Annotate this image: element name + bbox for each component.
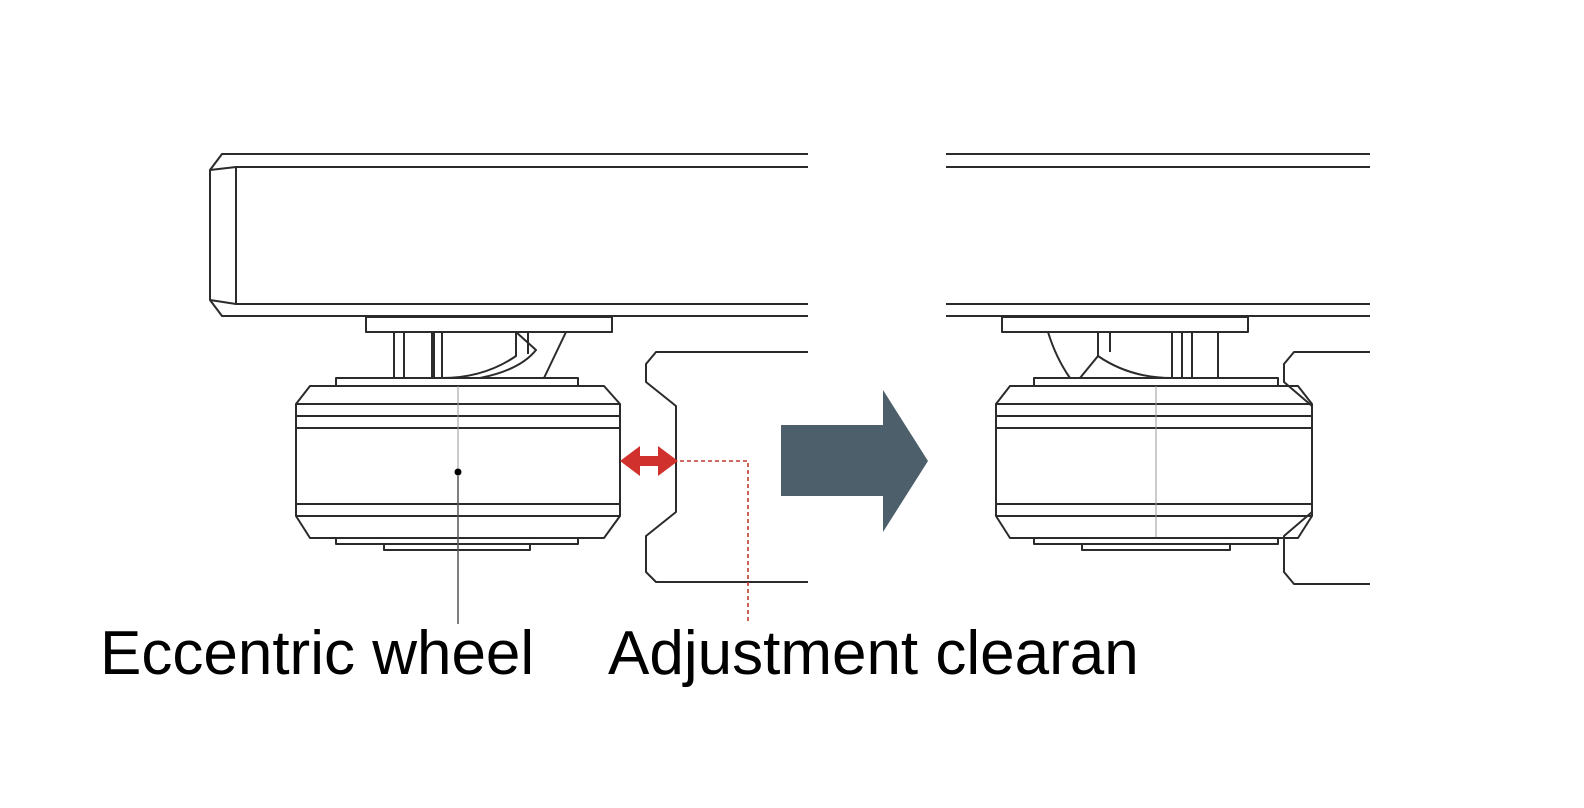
right-rail [946,153,1370,317]
right-mount-plate [1001,316,1249,333]
right-guide-rail [1283,351,1370,585]
left-mount-plate [365,316,613,333]
left-assembly [209,153,808,583]
right-assembly [946,153,1370,585]
left-guide-rail [645,351,808,583]
right-arrow-icon [781,390,928,532]
left-wheel [295,377,621,551]
right-eccentric-hub [1047,331,1219,379]
clearance-leader-line [680,460,749,624]
left-rail [209,153,808,317]
adjustment-clearance-label: Adjustment clearan [608,619,1139,688]
double-headed-arrow-icon [620,446,678,476]
right-wheel [995,377,1313,551]
eccentric-wheel-label: Eccentric wheel [100,619,535,688]
left-eccentric-hub [393,331,567,379]
wheel-center-dot [454,468,462,476]
